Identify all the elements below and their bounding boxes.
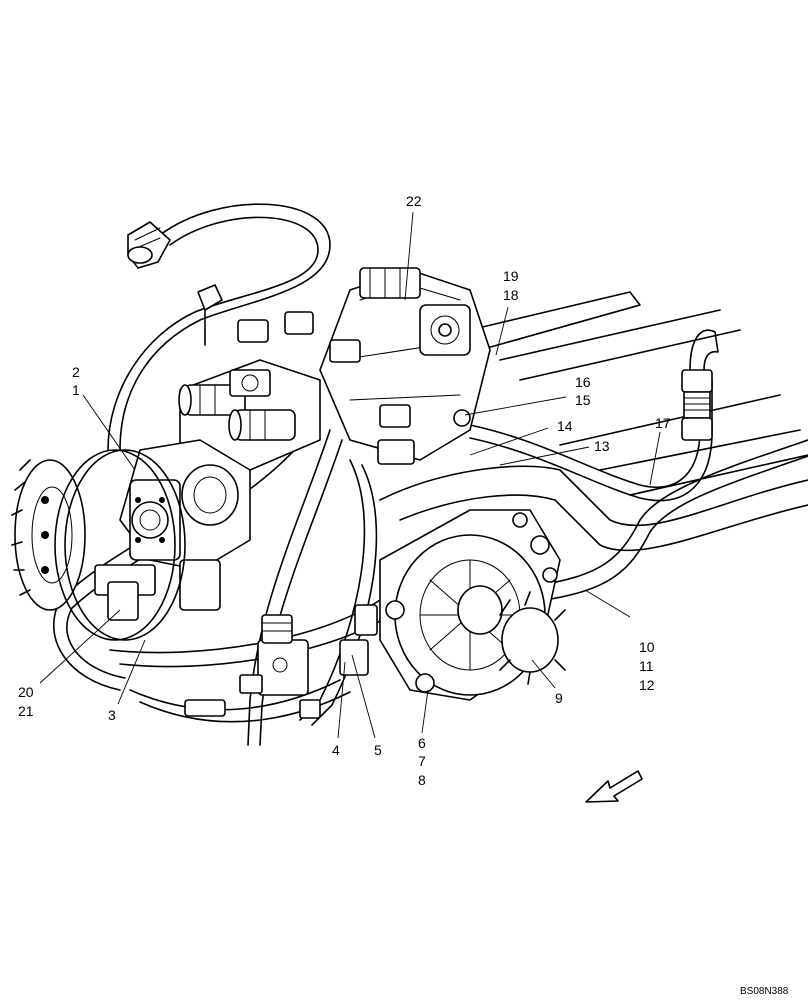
callout-22: 22: [406, 193, 422, 209]
forward-direction-arrow: [585, 770, 643, 803]
callout-1: 1: [72, 382, 80, 398]
solenoid-valve: [184, 604, 378, 719]
right-drive-hub: [379, 509, 566, 701]
callout-12: 12: [639, 677, 655, 693]
control-valve-block: [178, 284, 321, 471]
callout-8: 8: [418, 772, 426, 788]
callout-7: 7: [418, 753, 426, 769]
callout-16: 16: [575, 374, 591, 390]
leader-lines: [39, 211, 661, 739]
pump-assembly: [319, 267, 491, 465]
callout-18: 18: [503, 287, 519, 303]
callout-20: 20: [18, 684, 34, 700]
callout-17: 17: [655, 415, 671, 431]
callout-4: 4: [332, 742, 340, 758]
elbow-fitting: [127, 221, 171, 269]
callout-11: 11: [639, 658, 654, 674]
callout-13: 13: [594, 438, 610, 454]
frame-rails: [379, 291, 808, 552]
drawing-id: BS08N388: [740, 986, 789, 997]
callout-10: 10: [639, 639, 655, 655]
left-drive-motor: [94, 439, 251, 621]
callout-21: 21: [18, 703, 34, 719]
callout-9: 9: [555, 690, 563, 706]
callout-2: 2: [72, 364, 80, 380]
left-sprocket: [11, 449, 186, 641]
callout-15: 15: [575, 392, 591, 408]
callout-3: 3: [108, 707, 116, 723]
callout-5: 5: [374, 742, 382, 758]
callout-labels: 2 1 22 19 18 16 15 17 14 13 10 11 12 9 6…: [18, 193, 671, 788]
callout-14: 14: [557, 418, 573, 434]
callout-6: 6: [418, 735, 426, 751]
callout-19: 19: [503, 268, 519, 284]
